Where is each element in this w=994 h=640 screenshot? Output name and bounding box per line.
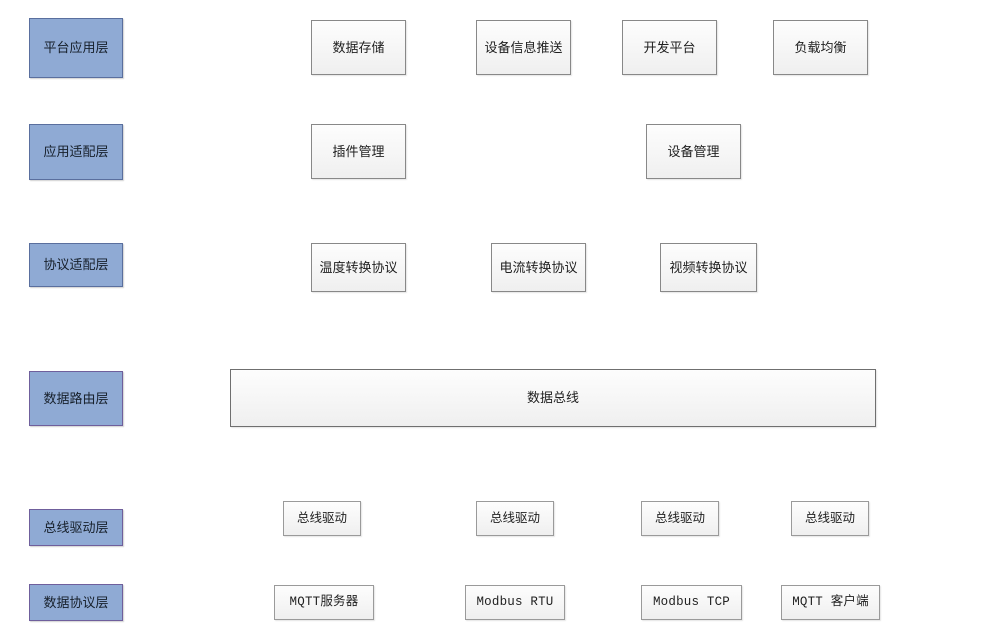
layer-label-text: 平台应用层 <box>43 40 109 56</box>
node-device-management[interactable]: 设备管理 <box>646 124 741 179</box>
layer-label-bus-driver[interactable]: 总线驱动层 <box>29 509 123 546</box>
layer-label-text: 数据协议层 <box>43 594 109 610</box>
node-bus-driver-1[interactable]: 总线驱动 <box>283 501 361 536</box>
node-label: 数据存储 <box>332 39 385 55</box>
layer-label-platform-application[interactable]: 平台应用层 <box>29 18 123 78</box>
node-modbus-tcp[interactable]: Modbus TCP <box>641 585 742 620</box>
node-label: MQTT 客户端 <box>792 595 869 609</box>
node-data-bus[interactable]: 数据总线 <box>230 369 876 427</box>
layer-label-application-adaptation[interactable]: 应用适配层 <box>29 124 123 180</box>
node-label: 总线驱动 <box>804 511 855 525</box>
node-label: Modbus TCP <box>652 595 730 609</box>
node-label: 插件管理 <box>332 143 385 159</box>
layer-label-data-protocol[interactable]: 数据协议层 <box>29 584 123 621</box>
node-plugin-management[interactable]: 插件管理 <box>311 124 406 179</box>
node-label: 总线驱动 <box>654 511 705 525</box>
node-label: 视频转换协议 <box>669 259 748 275</box>
node-label: 电流转换协议 <box>499 259 578 275</box>
node-bus-driver-2[interactable]: 总线驱动 <box>476 501 554 536</box>
node-label: 开发平台 <box>643 39 696 55</box>
node-label: MQTT服务器 <box>289 595 359 609</box>
layer-label-data-routing[interactable]: 数据路由层 <box>29 371 123 426</box>
node-development-platform[interactable]: 开发平台 <box>622 20 717 75</box>
node-bus-driver-3[interactable]: 总线驱动 <box>641 501 719 536</box>
node-load-balancing[interactable]: 负载均衡 <box>773 20 868 75</box>
layer-label-text: 应用适配层 <box>43 144 109 160</box>
node-current-conversion-protocol[interactable]: 电流转换协议 <box>491 243 586 292</box>
node-label: 数据总线 <box>526 390 579 406</box>
node-label: 负载均衡 <box>794 39 847 55</box>
node-label: 温度转换协议 <box>319 259 398 275</box>
node-device-info-push[interactable]: 设备信息推送 <box>476 20 571 75</box>
layer-label-protocol-adaptation[interactable]: 协议适配层 <box>29 243 123 287</box>
layer-label-text: 协议适配层 <box>43 257 109 273</box>
node-mqtt-client[interactable]: MQTT 客户端 <box>781 585 880 620</box>
node-label: 总线驱动 <box>296 511 347 525</box>
node-video-conversion-protocol[interactable]: 视频转换协议 <box>660 243 757 292</box>
node-data-storage[interactable]: 数据存储 <box>311 20 406 75</box>
node-modbus-rtu[interactable]: Modbus RTU <box>465 585 565 620</box>
node-temperature-conversion-protocol[interactable]: 温度转换协议 <box>311 243 406 292</box>
node-label: 设备管理 <box>667 143 720 159</box>
node-label: Modbus RTU <box>476 595 554 609</box>
layer-label-text: 总线驱动层 <box>43 519 109 535</box>
node-label: 设备信息推送 <box>484 39 563 55</box>
node-mqtt-server[interactable]: MQTT服务器 <box>274 585 374 620</box>
node-bus-driver-4[interactable]: 总线驱动 <box>791 501 869 536</box>
node-label: 总线驱动 <box>489 511 540 525</box>
layer-label-text: 数据路由层 <box>43 390 109 406</box>
